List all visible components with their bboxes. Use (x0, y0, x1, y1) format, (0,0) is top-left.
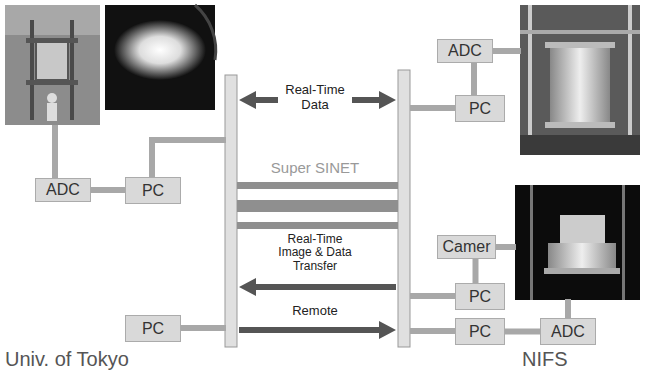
device-box: ADC (540, 318, 596, 345)
text-label: Super SINET (255, 160, 375, 177)
device-box: PC (455, 283, 505, 310)
device-box: PC (125, 177, 181, 204)
box-label: PC (469, 100, 491, 118)
device-box: PC (455, 95, 505, 122)
wire (55, 51, 568, 331)
box-label: ADC (448, 42, 482, 60)
device-photo (520, 5, 640, 155)
box-label: PC (142, 320, 164, 338)
device-box: Camer (437, 235, 496, 259)
device-box: PC (125, 315, 181, 342)
network-band (237, 182, 398, 229)
device-photo (515, 185, 640, 300)
box-label: ADC (46, 181, 80, 199)
box-label: PC (469, 323, 491, 341)
device-photo (5, 5, 100, 125)
wire (473, 259, 479, 283)
device-box: PC (455, 318, 505, 345)
wire (471, 63, 477, 95)
text-label: Real-Time Image & Data Transfer (270, 233, 360, 273)
box-label: ADC (551, 323, 585, 341)
text-label: Remote (280, 304, 350, 319)
text-label: Univ. of Tokyo (5, 348, 195, 370)
data-arrow (239, 91, 396, 339)
plasma-photo (105, 5, 216, 110)
network-bar (225, 75, 237, 347)
box-label: PC (142, 182, 164, 200)
text-label: Real-Time Data (278, 83, 352, 112)
network-bar (398, 70, 410, 347)
device-box: ADC (437, 39, 493, 63)
box-label: Camer (442, 238, 490, 256)
wire (91, 187, 125, 193)
text-label: NIFS (522, 348, 602, 370)
wire (505, 329, 540, 335)
device-box: ADC (35, 178, 91, 202)
box-label: PC (469, 288, 491, 306)
